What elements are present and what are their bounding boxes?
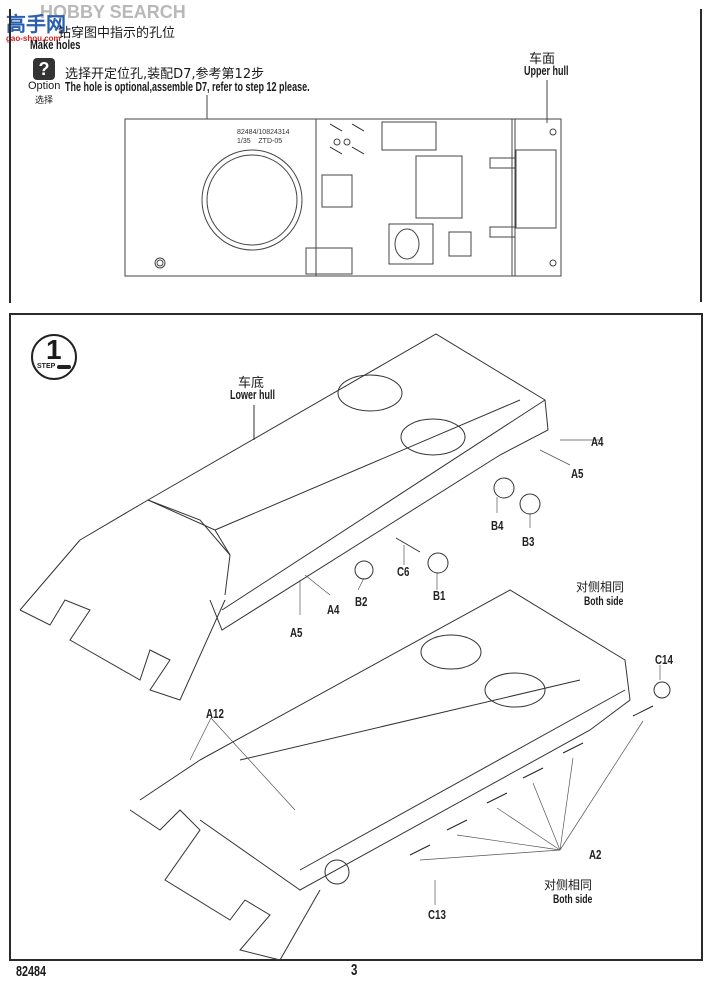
upper-hull-label-en: Upper hull [524,64,586,78]
top-panel-right-border [700,9,702,302]
step-badge: 1 STEP [31,334,77,380]
both-side-1-cn: 对侧相同 [576,580,625,594]
callout-B4: B4 [491,518,504,533]
instruction-en-text: Make holes [30,37,81,52]
mold-text: 82484/10824314 1/35 ZTD-05 [237,128,290,146]
lower-hull-label-en-text: Lower hull [230,388,275,402]
watermark-logo: 高手网 [6,14,66,36]
step-word: STEP [37,363,56,370]
both-side-2-en: Both side [553,892,608,906]
callout-A4-right: A4 [591,434,604,449]
mold-text-line2: 1/35 ZTD-05 [237,138,283,145]
callout-A12: A12 [206,706,224,721]
callout-A2: A2 [589,847,602,862]
watermark-url: gao-shou.com [6,34,61,43]
callout-C6: C6 [397,564,410,579]
option-label-en: Option [28,80,61,92]
upper-hull-label-cn: 车面 [529,52,556,67]
kit-number: 82484 [16,963,58,980]
option-text-en-text: The hole is optional,assemble D7, refer … [65,80,310,94]
lower-hull-label-cn: 车底 [238,376,265,391]
page-number: 3 [351,962,360,980]
step-number: 1 [46,334,62,365]
both-side-2-en-text: Both side [553,892,593,906]
callout-A5-right: A5 [571,466,584,481]
callout-B2: B2 [355,594,368,609]
instruction-cn: 钻穿图中指示的孔位 [58,26,176,41]
both-side-1-en: Both side [584,594,639,608]
question-mark-icon: ? [33,58,55,80]
callout-B3: B3 [522,534,535,549]
mold-text-line1: 82484/10824314 [237,129,290,136]
tank-icon [57,365,71,369]
page-number-text: 3 [351,962,358,979]
callout-C14: C14 [655,652,673,667]
callout-A5-left: A5 [290,625,303,640]
option-text-cn: 选择开定位孔,装配D7,参考第12步 [65,67,265,82]
step-panel [9,313,703,961]
option-text-en: The hole is optional,assemble D7, refer … [65,80,405,94]
instruction-en: Make holes [30,37,100,52]
watermark-brand: HOBBY SEARCH [40,2,186,22]
callout-B1: B1 [433,588,446,603]
upper-hull-label-en-text: Upper hull [524,64,569,78]
lower-hull-label-en: Lower hull [230,388,293,402]
option-label-cn: 选择 [35,96,54,106]
both-side-2-cn: 对侧相同 [544,878,593,892]
callout-A4-left: A4 [327,602,340,617]
kit-number-text: 82484 [16,963,47,980]
top-panel [9,9,703,303]
upper-hull-drawing [124,80,562,277]
both-side-1-en-text: Both side [584,594,624,608]
callout-C13: C13 [428,907,446,922]
